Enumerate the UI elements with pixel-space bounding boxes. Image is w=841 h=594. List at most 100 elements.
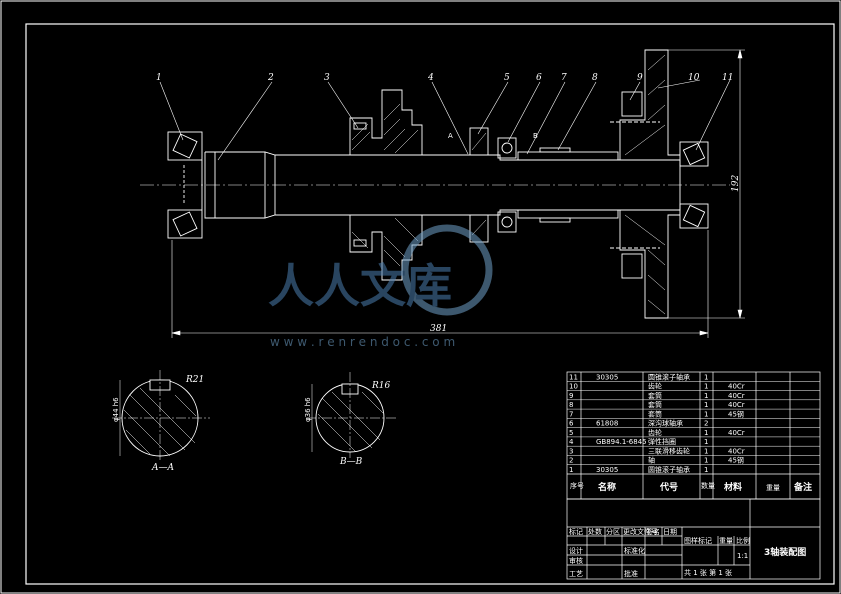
watermark-brand: 人人文库: [268, 259, 452, 313]
bom-cell-qty: 1: [704, 457, 708, 465]
rev-date: 日期: [663, 528, 677, 536]
rev-count: 处数: [588, 527, 602, 536]
bom-cell-qty: 1: [704, 438, 708, 446]
bom-row: 6 61808 深沟球轴承 2: [569, 419, 708, 428]
bom-cell-qty: 2: [704, 420, 708, 428]
rev-doc: 更改文件号: [623, 527, 658, 536]
section-aa-label: A—A: [151, 463, 174, 473]
bom-cell-no: 1: [569, 466, 573, 474]
bom-cell-code: 61808: [596, 420, 618, 428]
bom-row: 7 套筒 1 45钢: [569, 409, 744, 418]
callout-2: 2: [267, 73, 274, 83]
bom-cell-no: 8: [569, 401, 573, 409]
bom-cell-name: 齿轮: [648, 382, 662, 391]
dimension-length: [171, 230, 709, 338]
bom-row: 8 套筒 1 40Cr: [569, 400, 745, 409]
bom-cell-name: 深沟球轴承: [648, 419, 683, 428]
bom-cell-name: 三联滑移齿轮: [648, 446, 690, 455]
role-review: 审核: [569, 556, 583, 565]
bom-cell-qty: 1: [704, 401, 708, 409]
bom-header-material: 材料: [723, 481, 742, 493]
right-bearing: [679, 141, 709, 229]
bom-cell-material: 40Cr: [728, 429, 745, 437]
rev-sign: 签名: [646, 527, 660, 536]
bom-cell-material: 40Cr: [728, 392, 745, 400]
bom-cell-qty: 1: [704, 466, 708, 474]
sheet-count: 共 1 张 第 1 张: [684, 568, 732, 577]
bom-row-lines: [567, 381, 820, 465]
callout-3: 3: [324, 73, 330, 83]
bom-header-qty: 数量: [701, 481, 715, 490]
callout-7: 7: [561, 73, 567, 83]
title-block-text: 标记 处数 分区 更改文件号 签名 日期 设计 审核 工艺 标准化 批准 图样标…: [569, 527, 806, 578]
bom-cell-no: 11: [569, 373, 578, 381]
bom-cell-no: 9: [569, 392, 573, 400]
bom-cell-qty: 1: [704, 373, 708, 381]
section-aa: [112, 370, 210, 460]
bom-row: 9 套筒 1 40Cr: [569, 391, 745, 400]
dimension-192: 192: [731, 175, 741, 192]
bom-cell-code: 30305: [596, 466, 618, 474]
bom-cell-name: 套筒: [648, 391, 662, 400]
section-bb-diameter: φ36 h6: [304, 397, 312, 422]
bom-cell-name: 齿轮: [648, 428, 662, 437]
bom-cell-name: 轴: [648, 456, 655, 465]
sleeves: [517, 147, 619, 223]
bom-header-code: 代号: [659, 481, 678, 493]
section-marker-a: A: [448, 132, 453, 140]
bom-cell-material: 45钢: [728, 409, 744, 418]
bom-cell-material: 45钢: [728, 456, 744, 465]
bom-cell-no: 7: [569, 410, 573, 418]
bom-header-no: 序号: [570, 481, 584, 490]
bom-header-note: 备注: [793, 481, 812, 493]
bom-cell-qty: 1: [704, 392, 708, 400]
callout-10: 10: [688, 73, 700, 83]
bom-cell-qty: 1: [704, 429, 708, 437]
bom-cell-material: 40Cr: [728, 401, 745, 409]
scale-value: 1:1: [737, 552, 748, 560]
watermark: 人人文库 w w w . r e n r e n d o c . c o m: [268, 224, 493, 349]
bom-cell-no: 3: [569, 447, 573, 455]
bom-cell-name: 弹性挡圈: [648, 437, 676, 446]
bom-cell-no: 6: [569, 420, 574, 428]
bom-cell-qty: 1: [704, 447, 708, 455]
bom-cell-material: 40Cr: [728, 447, 745, 455]
bom-cell-material: 40Cr: [728, 383, 745, 391]
bom-cell-name: 圆锥滚子轴承: [648, 465, 690, 474]
gear-10: [619, 49, 680, 319]
callouts: [159, 79, 731, 161]
bom-row: 2 轴 1 45钢: [569, 456, 744, 465]
role-process: 工艺: [569, 570, 583, 578]
bom-cell-name: 套筒: [648, 400, 662, 409]
bom-cell-no: 4: [569, 438, 574, 446]
scale-label: 比例: [736, 536, 750, 545]
bom-cell-name: 圆锥滚子轴承: [648, 372, 690, 381]
deep-groove-bearings: [497, 137, 517, 233]
gear-5: [469, 127, 489, 243]
bom-header: 序号 名称 代号 数量 材料 重量 备注: [570, 481, 812, 493]
drawing-frame: [25, 23, 835, 585]
bom-cell-code: GB894.1-6845: [596, 438, 647, 446]
title-block: [566, 498, 821, 580]
bom-cell-qty: 1: [704, 410, 708, 418]
bom-header-weight: 重量: [766, 484, 780, 492]
stage-label: 图样标记: [684, 536, 712, 545]
section-aa-diameter: φ44 h6: [112, 397, 120, 422]
watermark-url: w w w . r e n r e n d o c . c o m: [270, 335, 455, 349]
role-approve: 批准: [624, 569, 638, 578]
bom-row: 1 30305 圆锥滚子轴承 1: [569, 465, 708, 474]
bom-table: [566, 371, 821, 500]
callout-11: 11: [722, 73, 733, 83]
callout-1: 1: [156, 73, 162, 83]
bom-cell-name: 套筒: [648, 409, 662, 418]
section-bb: [306, 372, 396, 458]
callout-8: 8: [592, 73, 598, 83]
bom-header-name: 名称: [598, 481, 616, 493]
section-bb-label: B—B: [339, 457, 363, 467]
bom-cell-no: 2: [569, 457, 573, 465]
dimension-381: 381: [430, 324, 447, 334]
